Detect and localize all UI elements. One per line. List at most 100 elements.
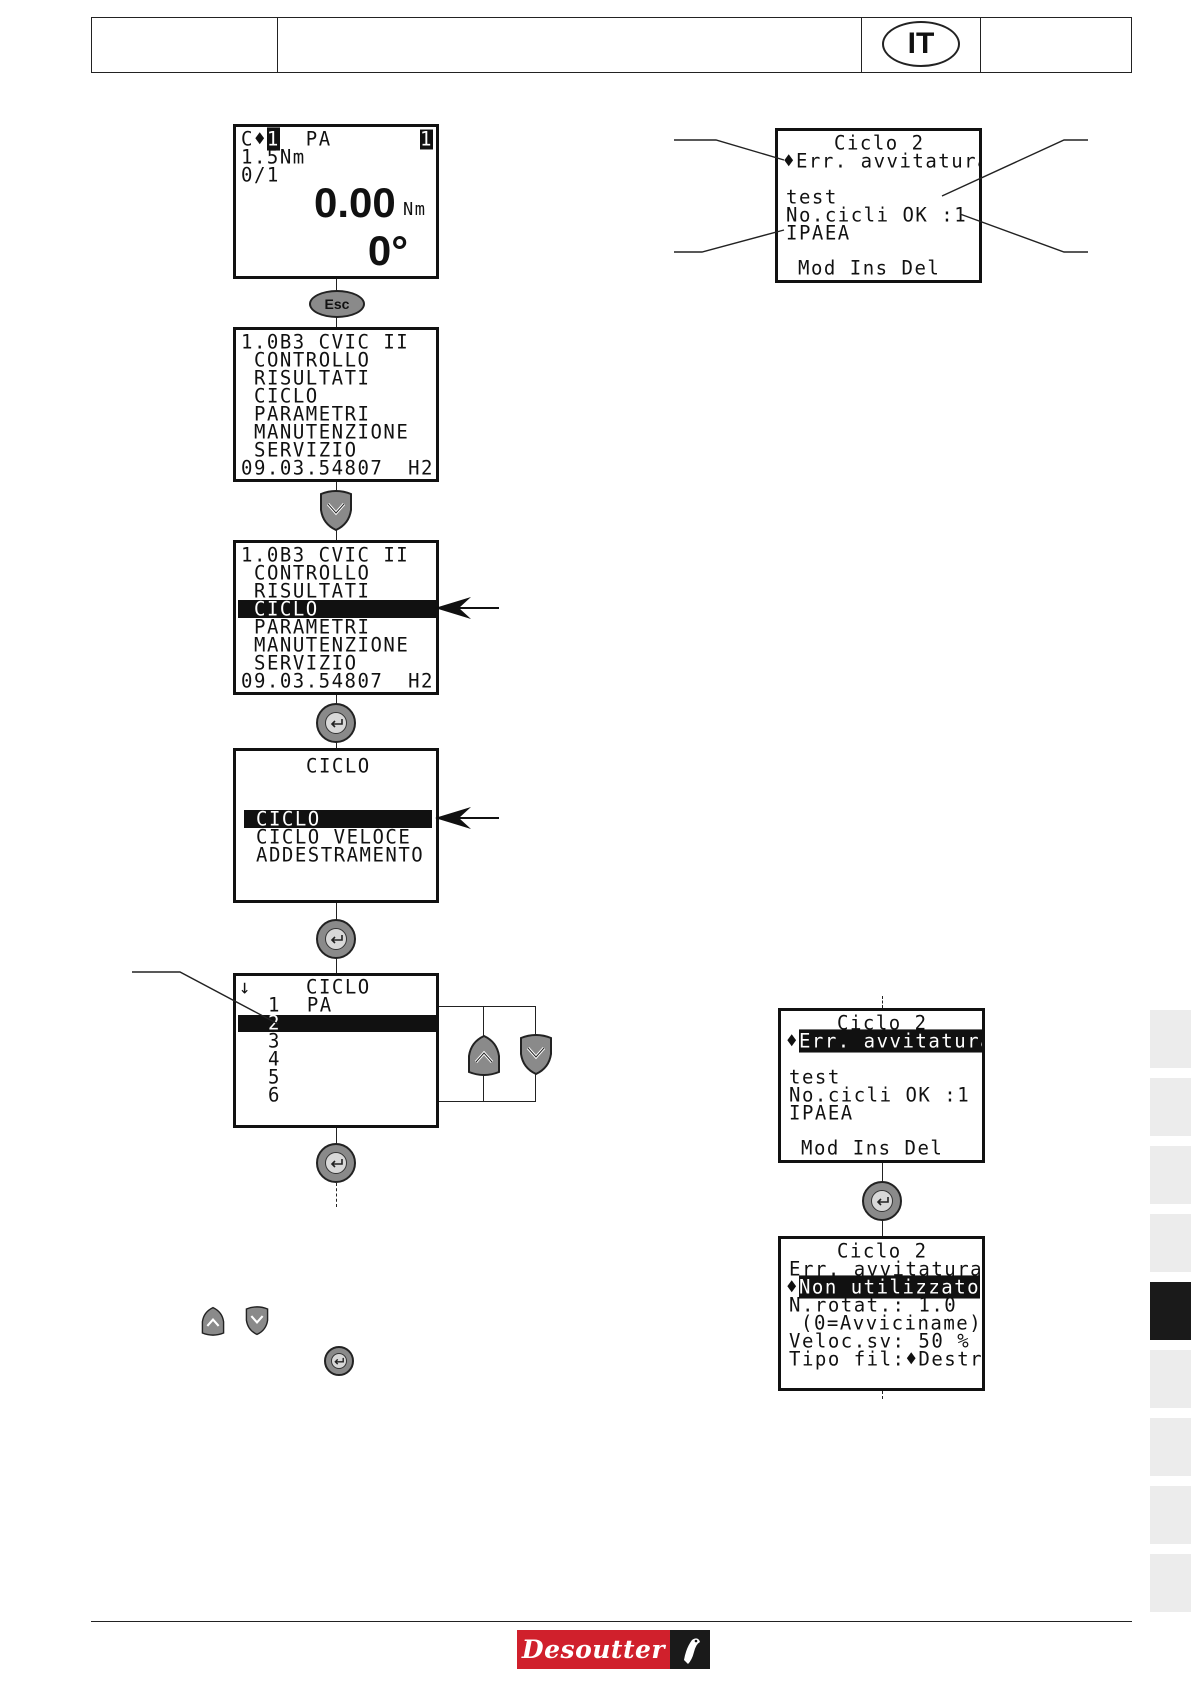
dashed-connector	[882, 1391, 883, 1399]
chapter-tab[interactable]	[1150, 1010, 1191, 1068]
esc-button[interactable]: Esc	[309, 290, 365, 318]
callout-lines	[941, 139, 1088, 253]
enter-button[interactable]	[862, 1181, 902, 1221]
menu-item: SERVIZIO	[254, 438, 358, 462]
ciclo-menu-title: CICLO	[306, 754, 371, 778]
menu-footer-right: H2	[408, 456, 434, 480]
home-corner: 1	[420, 127, 433, 151]
menu-title: 1.0B3 CVIC II	[241, 543, 410, 567]
chapter-tab[interactable]	[1150, 1214, 1191, 1272]
footer-divider	[91, 1621, 1132, 1622]
ciclo-menu-screen: CICLO CICLO CICLO VELOCE ADDESTRAMENTO	[233, 748, 439, 903]
cycle-detail-line: Err. avvitatura	[795, 149, 982, 173]
ciclo-menu-item: CICLO VELOCE	[256, 825, 412, 849]
cycle-list-title: CICLO	[306, 975, 371, 999]
callout-line	[132, 971, 279, 1025]
cycle-detail-selected-screen: Ciclo 2 ♦Err. avvitatura test No.cicli O…	[778, 1008, 985, 1163]
home-line-prefix: C	[241, 127, 254, 151]
cycle-detail-footer: Mod Ins Del	[801, 1136, 944, 1160]
home-cycle-number: 1	[266, 127, 280, 151]
angle-value: 0°	[367, 227, 408, 274]
chapter-tab[interactable]	[1150, 1486, 1191, 1544]
menu-item: MANUTENZIONE	[254, 420, 410, 444]
cycle-detail-screen: Ciclo 2 ♦Err. avvitatura test No.cicli O…	[775, 128, 982, 283]
chapter-tab[interactable]	[1150, 1078, 1191, 1136]
cycle-detail-line: test	[789, 1065, 841, 1089]
pointer-arrow-icon	[435, 597, 499, 619]
cycle-list-item: 4	[268, 1047, 281, 1071]
enter-button[interactable]	[316, 919, 356, 959]
main-menu-selected-screen: 1.0B3 CVIC II CONTROLLO RISULTATI CICLO …	[233, 540, 439, 695]
cycle-list-screen: ↓ CICLO 1 PA 2 3 4 5 6	[233, 973, 439, 1128]
cycle-error-line: Err. avvitatura	[789, 1257, 984, 1281]
dashed-connector	[882, 996, 883, 1008]
cycle-error-line-selected: Non utilizzato	[798, 1275, 981, 1299]
selection-bar	[238, 1015, 436, 1032]
menu-footer-right: H2	[408, 669, 434, 693]
dashed-connector	[336, 1183, 337, 1207]
menu-item: PARAMETRI	[254, 402, 371, 426]
menu-item: CONTROLLO	[254, 348, 371, 372]
torque-value: 0.00	[314, 179, 396, 226]
menu-item-selected: CICLO	[254, 597, 319, 621]
cycle-error-title: Ciclo 2	[837, 1239, 928, 1263]
cycle-detail-line: IPAEA	[786, 221, 851, 245]
diamond-icon: ♦	[786, 1275, 799, 1299]
cycle-detail-line: No.cicli OK :1	[789, 1083, 971, 1107]
menu-title: 1.0B3 CVIC II	[241, 330, 410, 354]
home-torque-set: 1.5Nm	[241, 145, 306, 169]
bird-logo-icon	[670, 1630, 710, 1669]
home-assign: PA	[305, 127, 332, 151]
menu-item: MANUTENZIONE	[254, 633, 410, 657]
menu-item: CICLO	[254, 384, 319, 408]
up-arrow-button[interactable]	[467, 1034, 501, 1076]
main-menu-screen: 1.0B3 CVIC II CONTROLLO RISULTATI CICLO …	[233, 327, 439, 482]
menu-item: SERVIZIO	[254, 651, 358, 675]
cycle-list-item: 3	[268, 1029, 281, 1053]
cycle-list-item: 6	[268, 1083, 281, 1107]
cycle-list-item: 1 PA	[268, 993, 333, 1017]
menu-footer-left: 09.03.54807	[241, 456, 384, 480]
diamond-icon: ♦	[786, 1029, 799, 1053]
up-arrow-icon	[201, 1306, 225, 1336]
enter-icon	[324, 1346, 354, 1376]
torque-unit: Nm	[403, 199, 427, 221]
menu-item: RISULTATI	[254, 579, 371, 603]
chapter-tab[interactable]	[1150, 1350, 1191, 1408]
header-divider	[277, 18, 278, 72]
page-header	[91, 17, 1132, 73]
diamond-icon: ♦	[905, 1347, 919, 1371]
diamond-icon: ♦	[253, 127, 267, 151]
language-badge: IT	[882, 21, 960, 67]
selection-bar	[244, 810, 432, 828]
header-divider	[861, 18, 862, 72]
cycle-detail-title: Ciclo 2	[837, 1011, 928, 1035]
callout-lines	[674, 139, 785, 253]
cycle-error-line: Veloc.sv: 50 %	[789, 1329, 971, 1353]
chapter-tab[interactable]	[1150, 1554, 1191, 1612]
cycle-detail-title: Ciclo 2	[834, 131, 925, 155]
pointer-arrow-icon	[435, 807, 499, 829]
cycle-detail-line-selected: Err. avvitatura	[798, 1029, 982, 1053]
down-arrow-button[interactable]	[319, 490, 353, 532]
menu-footer-left: 09.03.54807	[241, 669, 384, 693]
ciclo-menu-item: ADDESTRAMENTO	[256, 843, 425, 867]
down-arrow-button[interactable]	[519, 1034, 553, 1076]
enter-button[interactable]	[316, 1143, 356, 1183]
connector-line	[336, 1128, 337, 1150]
cycle-error-value: Destro	[918, 1347, 984, 1371]
bracket-line	[439, 1101, 536, 1102]
enter-button[interactable]	[316, 703, 356, 743]
cycle-error-screen: Ciclo 2 Err. avvitatura ♦Non utilizzato …	[778, 1236, 985, 1391]
home-screen: C♦1 PA 1 1.5Nm 0/1 0.00 Nm 0°	[233, 124, 439, 279]
cycle-detail-footer: Mod Ins Del	[798, 256, 941, 280]
chapter-tab[interactable]	[1150, 1418, 1191, 1476]
bracket-line	[439, 1006, 536, 1007]
home-count: 0/1	[241, 163, 280, 187]
chapter-tab-active[interactable]	[1150, 1282, 1191, 1340]
cycle-detail-line: No.cicli OK :1	[786, 203, 968, 227]
selection-bar	[238, 600, 436, 618]
cycle-error-line: N.rotat.: 1.0	[789, 1293, 958, 1317]
chapter-tab[interactable]	[1150, 1146, 1191, 1204]
menu-item: CONTROLLO	[254, 561, 371, 585]
